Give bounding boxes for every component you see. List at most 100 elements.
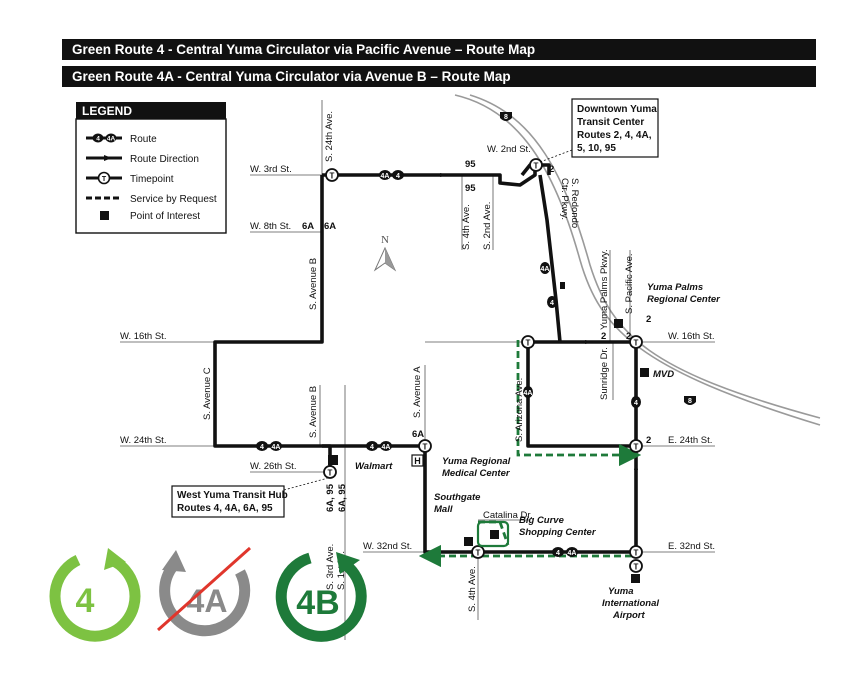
street-s3rdAve: S. 3rd Ave. bbox=[325, 544, 336, 590]
route-4-badge-label: 4 bbox=[76, 582, 95, 620]
street-w8th: W. 8th St. bbox=[250, 221, 291, 232]
timepoint-airport: T bbox=[629, 559, 643, 573]
legend-badge-4a: 4A bbox=[107, 136, 116, 143]
timepoint-32nd-4th: T bbox=[471, 545, 485, 559]
route-label-2-pacific: 2 bbox=[626, 331, 631, 342]
svg-text:4A: 4A bbox=[541, 266, 550, 273]
poi-airport-1: Yuma bbox=[608, 586, 634, 597]
svg-text:4: 4 bbox=[370, 444, 374, 451]
svg-text:T: T bbox=[634, 549, 639, 558]
timepoint-24th-aveA: T bbox=[418, 439, 432, 453]
timepoints: T T T T T T T T T T bbox=[323, 158, 643, 573]
legend-badge-4: 4 bbox=[96, 136, 100, 143]
route-4b-badge: 4B bbox=[275, 552, 367, 642]
poi-southgate-1: Southgate bbox=[434, 492, 481, 503]
street-s2ndAve: S. 2nd Ave. bbox=[482, 202, 493, 250]
big-curve-loop bbox=[476, 520, 510, 548]
street-sAveB-north: S. Avenue B bbox=[308, 258, 319, 310]
svg-text:T: T bbox=[526, 339, 531, 348]
svg-text:N: N bbox=[381, 234, 389, 246]
svg-text:Downtown Yuma: Downtown Yuma bbox=[577, 104, 657, 115]
street-sRedondo: S. Redondo bbox=[569, 178, 580, 228]
highway-8-line bbox=[454, 94, 821, 426]
svg-text:T: T bbox=[634, 443, 639, 452]
poi-yuma-palms-2: Regional Center bbox=[647, 294, 721, 305]
street-w16th-east: W. 16th St. bbox=[668, 331, 714, 342]
legend: LEGEND 4 4A Route Route Direction T Time… bbox=[75, 102, 227, 234]
svg-text:4: 4 bbox=[634, 400, 638, 407]
legend-poi-label: Point of Interest bbox=[130, 211, 200, 222]
street-sPacificAve: S. Pacific Ave. bbox=[624, 253, 635, 314]
railroad-line bbox=[469, 94, 821, 419]
timepoint-downtown: T bbox=[529, 158, 543, 172]
street-yumaPalmsPkwy: Yuma Palms Pkwy. bbox=[599, 249, 610, 330]
street-e32nd: E. 32nd St. bbox=[668, 541, 715, 552]
route-4-title: Green Route 4 - Central Yuma Circulator … bbox=[62, 39, 816, 60]
svg-text:4: 4 bbox=[550, 300, 554, 307]
hospital-marker bbox=[411, 454, 424, 467]
svg-text:4: 4 bbox=[260, 444, 264, 451]
downtown-transit-center-box: Downtown Yuma Transit Center Routes 2, 4… bbox=[539, 98, 659, 163]
street-grid bbox=[120, 100, 715, 640]
poi-markers bbox=[328, 282, 649, 583]
street-sAveC: S. Avenue C bbox=[202, 367, 213, 420]
route-4a-badge-crossed: 4A bbox=[157, 546, 251, 637]
route-4a-badge-label: 4A bbox=[187, 583, 228, 619]
svg-text:Routes 4, 4A, 6A, 95: Routes 4, 4A, 6A, 95 bbox=[177, 503, 273, 514]
route-4b-badge-label: 4B bbox=[296, 584, 339, 622]
street-catalina: Catalina Dr. bbox=[483, 510, 533, 521]
route-label-6a95-b: 6A, 95 bbox=[337, 483, 348, 512]
legend-request-label: Service by Request bbox=[130, 194, 217, 205]
north-arrow-icon: N bbox=[373, 234, 397, 272]
timepoint-16th-arizona: T bbox=[521, 335, 535, 349]
svg-text:5, 10, 95: 5, 10, 95 bbox=[577, 143, 616, 154]
route-label-6a-8th-a: 6A bbox=[302, 221, 314, 232]
street-w26th: W. 26th St. bbox=[250, 461, 296, 472]
svg-text:T: T bbox=[534, 162, 539, 171]
street-e24th: E. 24th St. bbox=[668, 435, 712, 446]
street-sAveB-south: S. Avenue B bbox=[308, 386, 319, 438]
route-label-2-24th: 2 bbox=[646, 435, 651, 446]
svg-text:4A: 4A bbox=[381, 173, 390, 180]
poi-southgate-2: Mall bbox=[434, 504, 453, 515]
timepoint-24th-pacific: T bbox=[629, 439, 643, 453]
svg-text:4A: 4A bbox=[382, 444, 391, 451]
svg-text:T: T bbox=[328, 469, 333, 478]
street-w24th: W. 24th St. bbox=[120, 435, 166, 446]
svg-text:Routes 2, 4, 4A,: Routes 2, 4, 4A, bbox=[577, 130, 652, 141]
route-badges: 4A 4 4 4A 4 4A 4A 4 4 4A 4 4A bbox=[256, 170, 641, 557]
poi-walmart: Walmart bbox=[355, 461, 393, 472]
timepoint-16th-pacific: T bbox=[629, 335, 643, 349]
poi-medical-2: Medical Center bbox=[442, 468, 511, 479]
street-w32nd: W. 32nd St. bbox=[363, 541, 412, 552]
timepoint-west-hub: T bbox=[323, 465, 337, 479]
svg-text:4: 4 bbox=[396, 173, 400, 180]
route-label-95-a: 95 bbox=[465, 159, 476, 170]
timepoint-3rd-24th: T bbox=[325, 168, 339, 182]
route-label-2-16th: 2 bbox=[646, 314, 651, 325]
street-w3rd: W. 3rd St. bbox=[250, 164, 292, 175]
poi-medical-1: Yuma Regional bbox=[442, 456, 511, 467]
legend-timepoint-icon: T bbox=[102, 176, 107, 183]
svg-text:T: T bbox=[330, 172, 335, 181]
street-s4thAve-north: S. 4th Ave. bbox=[461, 204, 472, 250]
street-sunridgeDr: Sunridge Dr. bbox=[599, 347, 610, 400]
street-s4thAve-south: S. 4th Ave. bbox=[467, 566, 478, 612]
poi-yuma-palms-1: Yuma Palms bbox=[647, 282, 703, 293]
svg-text:T: T bbox=[634, 563, 639, 572]
street-sAveA: S. Avenue A bbox=[412, 366, 423, 418]
svg-text:4A: 4A bbox=[568, 550, 577, 557]
street-ctrPkwy: Ctr. Pkwy. bbox=[559, 178, 570, 220]
route-label-6a-aveA: 6A bbox=[412, 429, 424, 440]
svg-text:8: 8 bbox=[504, 114, 508, 121]
legend-heading: LEGEND bbox=[82, 104, 132, 118]
street-w16th: W. 16th St. bbox=[120, 331, 166, 342]
hwy8-shield-north: 8 bbox=[500, 112, 512, 121]
hwy8-shield-east: 8 bbox=[684, 396, 696, 405]
street-s24thAve: S. 24th Ave. bbox=[324, 111, 335, 162]
route-4a-title: Green Route 4A - Central Yuma Circulator… bbox=[62, 66, 816, 87]
route-4-badge: 4 bbox=[49, 548, 141, 642]
hospital-icon: H bbox=[414, 456, 421, 466]
svg-text:Transit Center: Transit Center bbox=[577, 117, 644, 128]
